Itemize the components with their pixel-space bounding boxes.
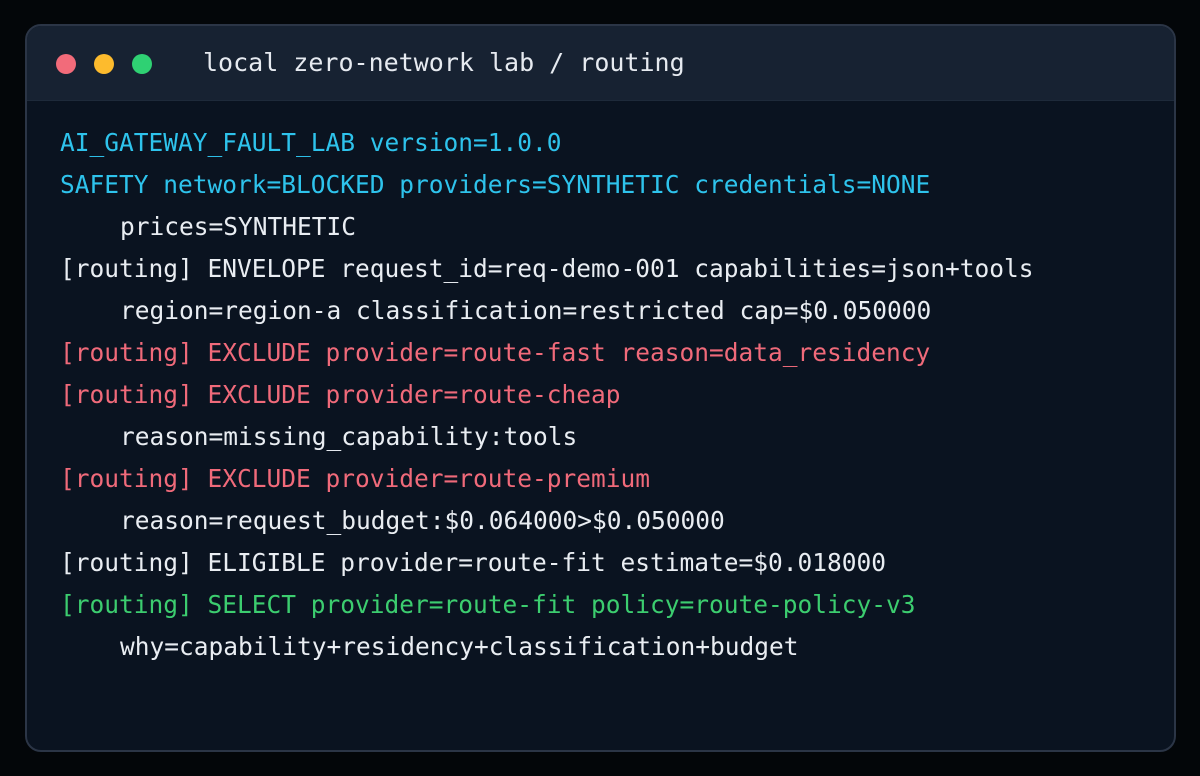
- maximize-button[interactable]: [132, 54, 152, 74]
- terminal-line: prices=SYNTHETIC: [120, 212, 357, 241]
- terminal-line: [routing] ENVELOPE request_id=req-demo-0…: [60, 254, 1034, 283]
- title-bar: local zero-network lab / routing: [27, 26, 1174, 101]
- terminal-output[interactable]: AI_GATEWAY_FAULT_LAB version=1.0.0 SAFET…: [60, 122, 1164, 668]
- terminal-line: [routing] SELECT provider=route-fit poli…: [60, 590, 916, 619]
- terminal-line: [routing] ELIGIBLE provider=route-fit es…: [60, 548, 887, 577]
- minimize-button[interactable]: [94, 54, 114, 74]
- terminal-line: [routing] EXCLUDE provider=route-cheap: [60, 380, 621, 409]
- terminal-line: reason=missing_capability:tools: [120, 422, 578, 451]
- terminal-line: reason=request_budget:$0.064000>$0.05000…: [120, 506, 725, 535]
- terminal-window: local zero-network lab / routing AI_GATE…: [25, 24, 1176, 752]
- terminal-line: region=region-a classification=restricte…: [120, 296, 932, 325]
- terminal-line: SAFETY network=BLOCKED providers=SYNTHET…: [60, 170, 931, 199]
- close-button[interactable]: [56, 54, 76, 74]
- terminal-line: why=capability+residency+classification+…: [120, 632, 799, 661]
- window-title: local zero-network lab / routing: [203, 48, 685, 77]
- terminal-line: [routing] EXCLUDE provider=route-fast re…: [60, 338, 931, 367]
- terminal-line: AI_GATEWAY_FAULT_LAB version=1.0.0: [60, 128, 562, 157]
- terminal-line: [routing] EXCLUDE provider=route-premium: [60, 464, 651, 493]
